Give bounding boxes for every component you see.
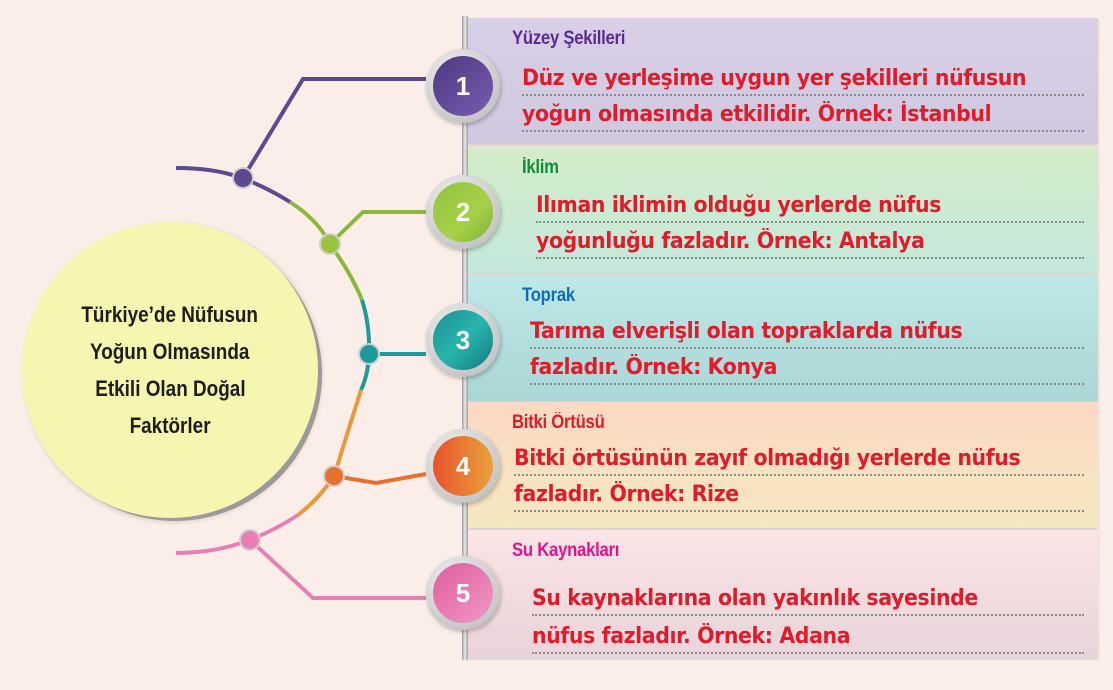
junction-dot-3 [358, 343, 380, 365]
number-badge-1: 1 [426, 49, 500, 123]
central-topic-line: Türkiye’de Nüfusun [81, 302, 259, 327]
junction-dot-5 [239, 529, 261, 551]
factor-description-line: Bitki örtüsünün zayıf olmadığı yerlerde … [514, 442, 1084, 476]
number-label: 2 [433, 182, 493, 242]
factor-panel-soil: Toprak Tarıma elverişli olan topraklarda… [468, 275, 1098, 401]
central-topic-line: Faktörler [129, 413, 211, 438]
factor-title: Yüzey Şekilleri [512, 28, 626, 49]
factor-panel-vegetation: Bitki Örtüsü Bitki örtüsünün zayıf olmad… [468, 402, 1098, 528]
factor-title: Bitki Örtüsü [512, 412, 605, 433]
factor-title: Su Kaynakları [512, 540, 620, 561]
number-label: 5 [433, 563, 493, 623]
factor-description-line: Su kaynaklarına olan yakınlık sayesinde [532, 582, 1084, 616]
factor-title: Toprak [522, 285, 575, 306]
factor-panel-climate: İklim Ilıman iklimin olduğu yerlerde nüf… [468, 147, 1098, 273]
central-topic-circle: Türkiye’de Nüfusun Yoğun Olmasında Etkil… [22, 222, 318, 518]
number-badge-2: 2 [426, 175, 500, 249]
number-badge-4: 4 [426, 429, 500, 503]
factor-panel-surface-shapes: Yüzey Şekilleri Düz ve yerleşime uygun y… [468, 18, 1098, 144]
factor-description-line: yoğun olmasında etkilidir. Örnek: İstanb… [522, 98, 1084, 132]
factor-description-line: Tarıma elverişli olan topraklarda nüfus [530, 315, 1084, 349]
number-label: 1 [433, 56, 493, 116]
number-label: 3 [433, 310, 493, 370]
central-topic-line: Yoğun Olmasında [90, 339, 250, 364]
junction-dot-2 [319, 233, 341, 255]
factor-description-line: nüfus fazladır. Örnek: Adana [532, 620, 1084, 654]
number-badge-3: 3 [426, 303, 500, 377]
central-topic-line: Etkili Olan Doğal [94, 376, 246, 401]
factor-description-line: yoğunluğu fazladır. Örnek: Antalya [536, 225, 1084, 259]
factor-title: İklim [522, 157, 559, 178]
number-badge-5: 5 [426, 556, 500, 630]
factor-panel-water-resources: Su Kaynakları Su kaynaklarına olan yakın… [468, 530, 1098, 657]
factor-description-line: Düz ve yerleşime uygun yer şekilleri nüf… [522, 62, 1084, 96]
factor-description-line: Ilıman iklimin olduğu yerlerde nüfus [536, 189, 1084, 223]
factor-description-line: fazladır. Örnek: Rize [514, 478, 1084, 512]
factor-description-line: fazladır. Örnek: Konya [530, 351, 1084, 385]
number-label: 4 [433, 436, 493, 496]
junction-dot-1 [232, 167, 254, 189]
junction-dot-4 [323, 465, 345, 487]
